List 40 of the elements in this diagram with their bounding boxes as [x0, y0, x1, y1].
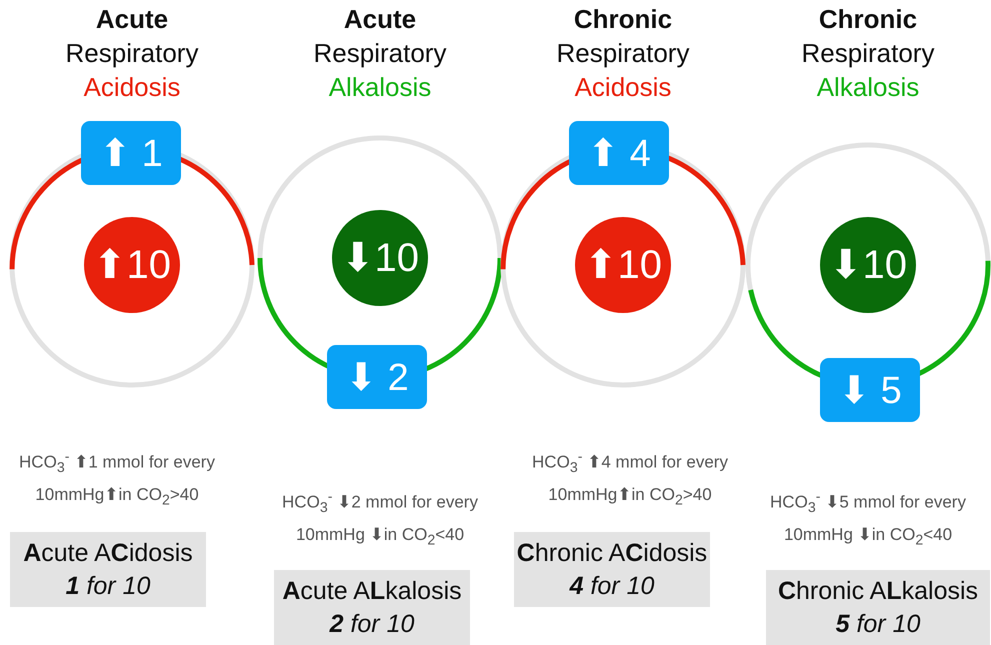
ratio-text: 1 for 10	[66, 570, 150, 602]
rule-note: 10mmHg⬆in CO$_{2}$>40	[547, 485, 713, 508]
type-heading: Acute	[94, 4, 170, 35]
type-heading: Chronic	[818, 4, 918, 35]
value-circle: ⬇10	[820, 217, 916, 313]
value-circle: ⬆10	[575, 217, 671, 313]
summary-title: Chronic ACidosis	[516, 538, 708, 568]
condition-heading: Acidosis	[574, 72, 672, 103]
rule-note: 10mmHg ⬇in CO$_{2}$<40	[294, 525, 466, 548]
ratio-text: 2 for 10	[330, 608, 414, 640]
value-badge: ⬆ 1	[81, 121, 181, 185]
summary-panel	[10, 532, 206, 607]
rule-note: HCO$_{3}$$^{-}$ ⬇5 mmol for every	[769, 489, 967, 516]
rule-note: HCO$_{3}$$^{-}$ ⬇2 mmol for every	[281, 489, 479, 516]
system-heading: Respiratory	[312, 38, 448, 69]
summary-title: Acute ALkalosis	[282, 576, 462, 606]
value-circle: ⬆10	[84, 217, 180, 313]
condition-heading: Alkalosis	[816, 72, 920, 103]
value-badge: ⬇ 5	[820, 358, 920, 422]
ratio-text: 5 for 10	[836, 608, 920, 640]
value-circle: ⬇10	[332, 210, 428, 306]
type-heading: Chronic	[572, 4, 674, 35]
summary-panel	[274, 570, 470, 645]
value-badge: ⬆ 4	[569, 121, 669, 185]
system-heading: Respiratory	[800, 38, 936, 69]
system-heading: Respiratory	[64, 38, 200, 69]
summary-panel	[766, 570, 990, 645]
condition-heading: Acidosis	[82, 72, 182, 103]
rule-note: HCO$_{3}$$^{-}$ ⬆4 mmol for every	[531, 449, 729, 476]
rule-note: HCO$_{3}$$^{-}$ ⬆1 mmol for every	[18, 449, 216, 476]
type-heading: Acute	[342, 4, 418, 35]
rule-note: 10mmHg⬆in CO$_{2}$>40	[34, 485, 200, 508]
value-badge: ⬇ 2	[327, 345, 427, 409]
rule-note: 10mmHg ⬇in CO$_{2}$<40	[782, 525, 954, 548]
system-heading: Respiratory	[556, 38, 690, 69]
summary-title: Acute ACidosis	[23, 538, 193, 568]
summary-panel	[514, 532, 710, 607]
condition-heading: Alkalosis	[328, 72, 432, 103]
summary-title: Chronic ALkalosis	[778, 576, 978, 606]
ratio-text: 4 for 10	[570, 570, 654, 602]
